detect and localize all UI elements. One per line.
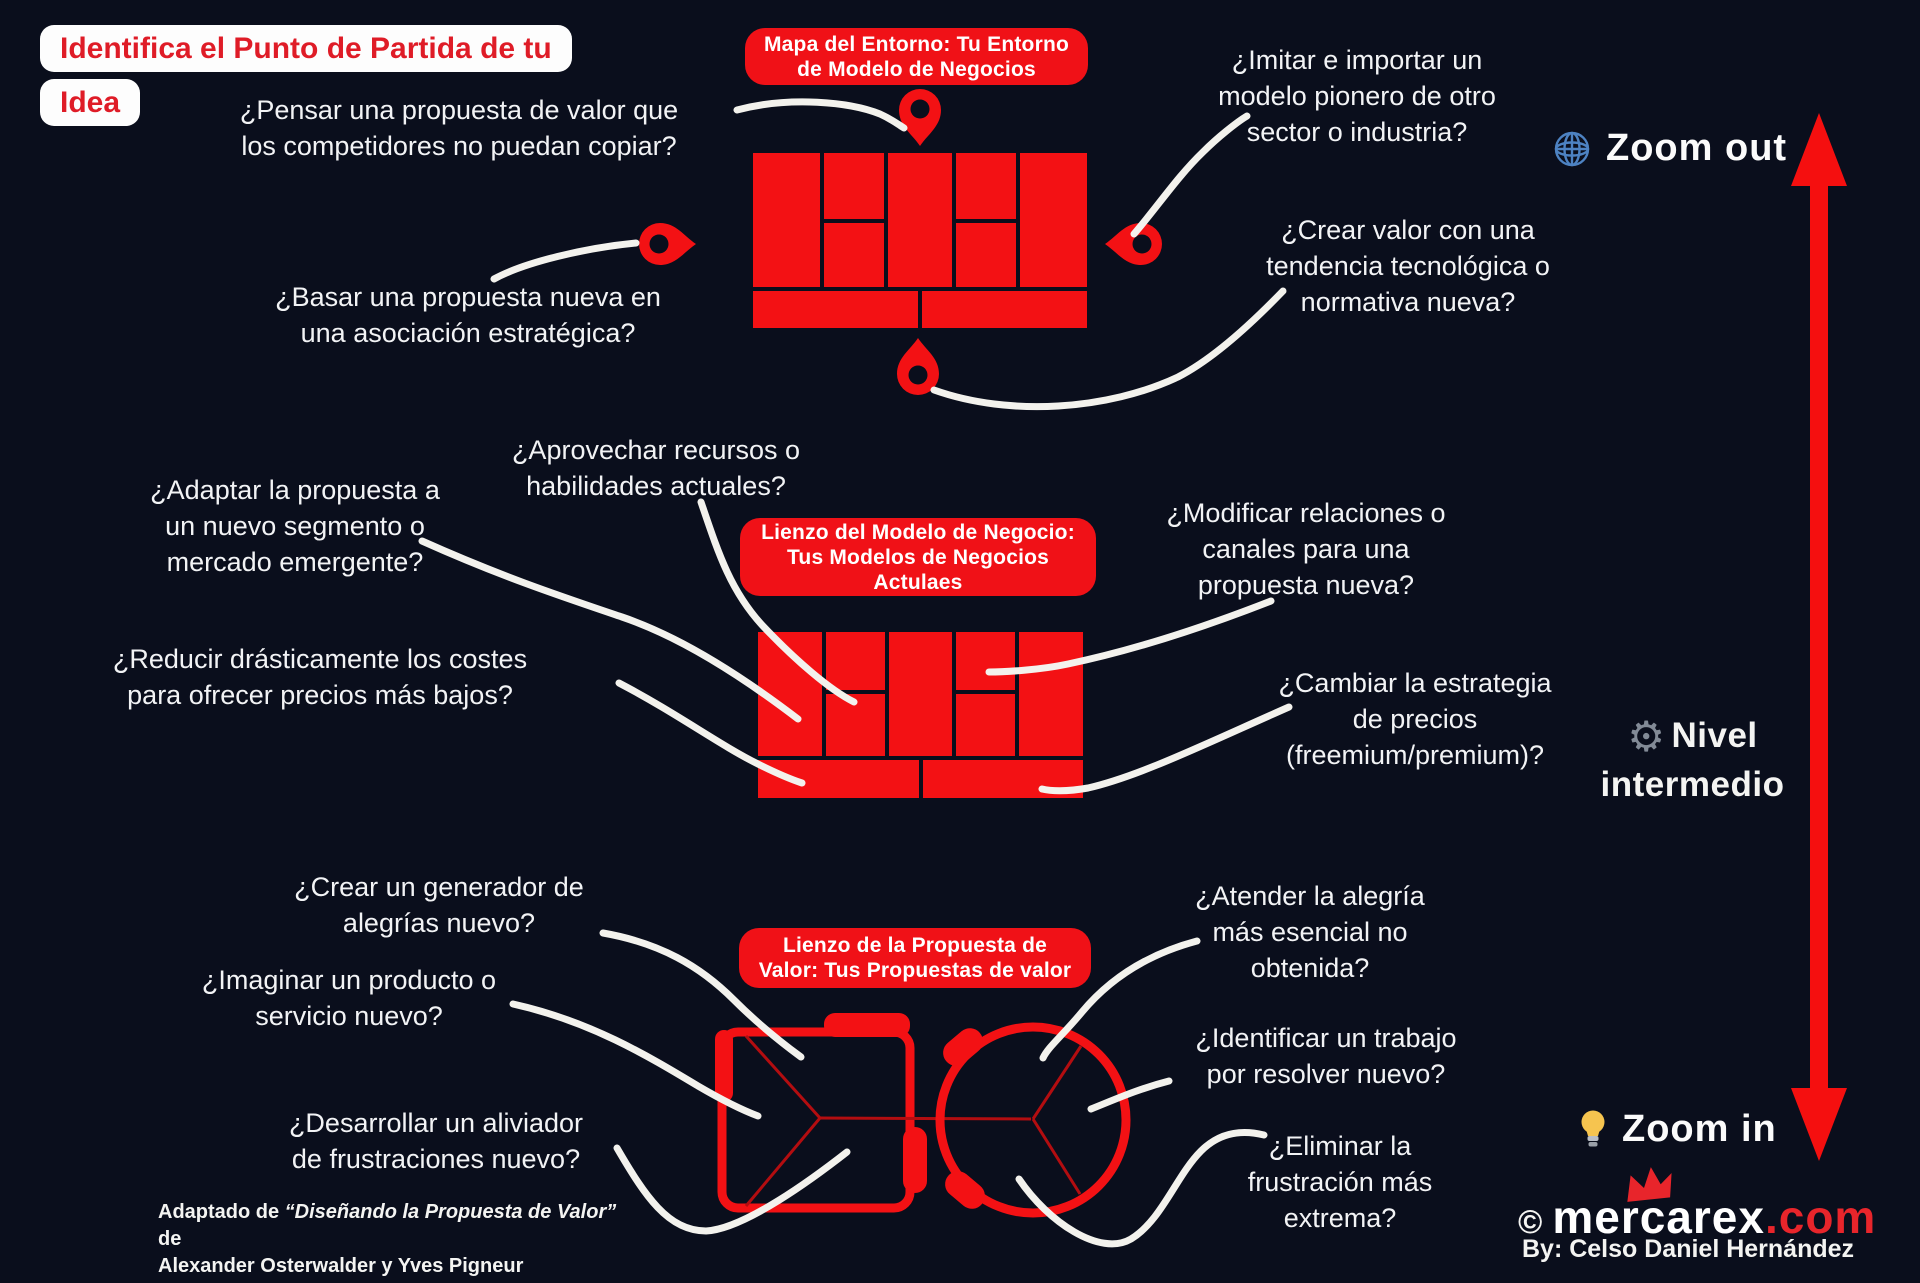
lightbulb-icon (1581, 1110, 1605, 1146)
line-basar (490, 239, 640, 283)
level-label-block: ⚙Nivel intermedio (1565, 664, 1820, 809)
annotation-lines (418, 98, 1293, 1248)
level-label: Nivel intermedio (1600, 716, 1785, 804)
line-pensar (733, 98, 908, 132)
question-imitar-importar: ¿Imitar e importar un modelo pionero de … (1218, 45, 1496, 147)
line-adaptar (418, 537, 802, 723)
globe-icon (1554, 131, 1590, 166)
credit-book-title: “Diseñando la Propuesta de Valor” (284, 1201, 617, 1223)
question-atender-alegria: ¿Atender la alegría más esencial no obte… (1195, 881, 1425, 983)
line-crear-valor (930, 287, 1287, 411)
credit-prefix: Adaptado de (158, 1201, 285, 1223)
brand-name: mercarex (1552, 1191, 1765, 1243)
question-basar-propuesta: ¿Basar una propuesta nueva en una asocia… (275, 282, 661, 348)
bmc-canvas-environment (753, 153, 1087, 328)
line-imitar (1130, 112, 1251, 238)
question-aprovechar-recursos: ¿Aprovechar recursos o habilidades actua… (511, 435, 801, 501)
author-byline: By: Celso Daniel Hernández (1522, 1235, 1855, 1263)
question-adaptar-propuesta: ¿Adaptar la propuesta a un nuevo segment… (150, 475, 440, 577)
question-eliminar-frustracion: ¿Eliminar la frustración más extrema? (1247, 1131, 1433, 1233)
gear-icon: ⚙ (1627, 712, 1666, 761)
credit-authors: Alexander Osterwalder y Yves Pigneur (158, 1255, 524, 1277)
question-cambiar-estrategia: ¿Cambiar la estrategia de precios (freem… (1278, 668, 1552, 770)
line-cambiar (1038, 703, 1293, 795)
question-identificar-trabajo: ¿Identificar un trabajo por resolver nue… (1195, 1023, 1457, 1089)
badge-lienzo-modelo: Lienzo del Modelo de Negocio: Tus Modelo… (740, 518, 1096, 596)
line-reducir (615, 679, 806, 787)
question-modificar-relaciones: ¿Modificar relaciones o canales para una… (1166, 498, 1446, 600)
credit-suffix: de (158, 1228, 182, 1250)
line-eliminar (1015, 1128, 1268, 1248)
crown-icon (1627, 1167, 1672, 1202)
line-crear-generador (599, 929, 805, 1061)
question-imaginar-producto: ¿Imaginar un producto o servicio nuevo? (201, 965, 497, 1031)
map-pin-bottom-icon (897, 338, 939, 395)
copyright-symbol: © (1518, 1203, 1543, 1240)
zoom-in-label: Zoom in (1622, 1108, 1777, 1150)
question-reducir-costes: ¿Reducir drásticamente los costes para o… (112, 644, 528, 710)
line-desarrollar (613, 1144, 851, 1235)
line-identificar (1087, 1077, 1173, 1113)
line-atender (1039, 937, 1201, 1062)
page-title: Identifica el Punto de Partida de tu Ide… (40, 22, 700, 130)
vpc-circle-icon (935, 1022, 1131, 1218)
badge-mapa-entorno: Mapa del Entorno: Tu Entorno de Modelo d… (745, 28, 1088, 85)
vpc-square-icon (715, 1013, 1032, 1213)
map-pin-left-icon (639, 223, 696, 265)
question-crear-generador: ¿Crear un generador de alegrías nuevo? (294, 872, 584, 938)
question-desarrollar-aliviador: ¿Desarrollar un aliviador de frustracion… (288, 1108, 584, 1174)
zoom-out-label: Zoom out (1606, 127, 1788, 169)
question-pensar-propuesta: ¿Pensar una propuesta de valor que los c… (239, 95, 679, 161)
credit-line-1: Adaptado de “Diseñando la Propuesta de V… (158, 1199, 638, 1253)
zoom-in-label-row: Zoom in (1578, 1108, 1777, 1151)
adaptation-credit: Adaptado de “Diseñando la Propuesta de V… (158, 1199, 638, 1280)
line-aprovechar (697, 498, 858, 706)
badge-lienzo-propuesta: Lienzo de la Propuesta de Valor: Tus Pro… (739, 928, 1091, 988)
line-imaginar (509, 1000, 762, 1120)
map-pin-right-icon (1105, 223, 1162, 265)
question-crear-valor-tendencia: ¿Crear valor con una tendencia tecnológi… (1266, 215, 1550, 317)
bmc-canvas-current (758, 632, 1083, 798)
zoom-out-label-row: Zoom out (1552, 127, 1787, 170)
map-pin-top-icon (899, 89, 941, 146)
line-modificar (985, 597, 1275, 676)
zoom-axis-arrow (1791, 113, 1847, 1161)
brand-logo: © mercarex .com (1518, 1190, 1876, 1244)
brand-tld: .com (1764, 1191, 1877, 1243)
